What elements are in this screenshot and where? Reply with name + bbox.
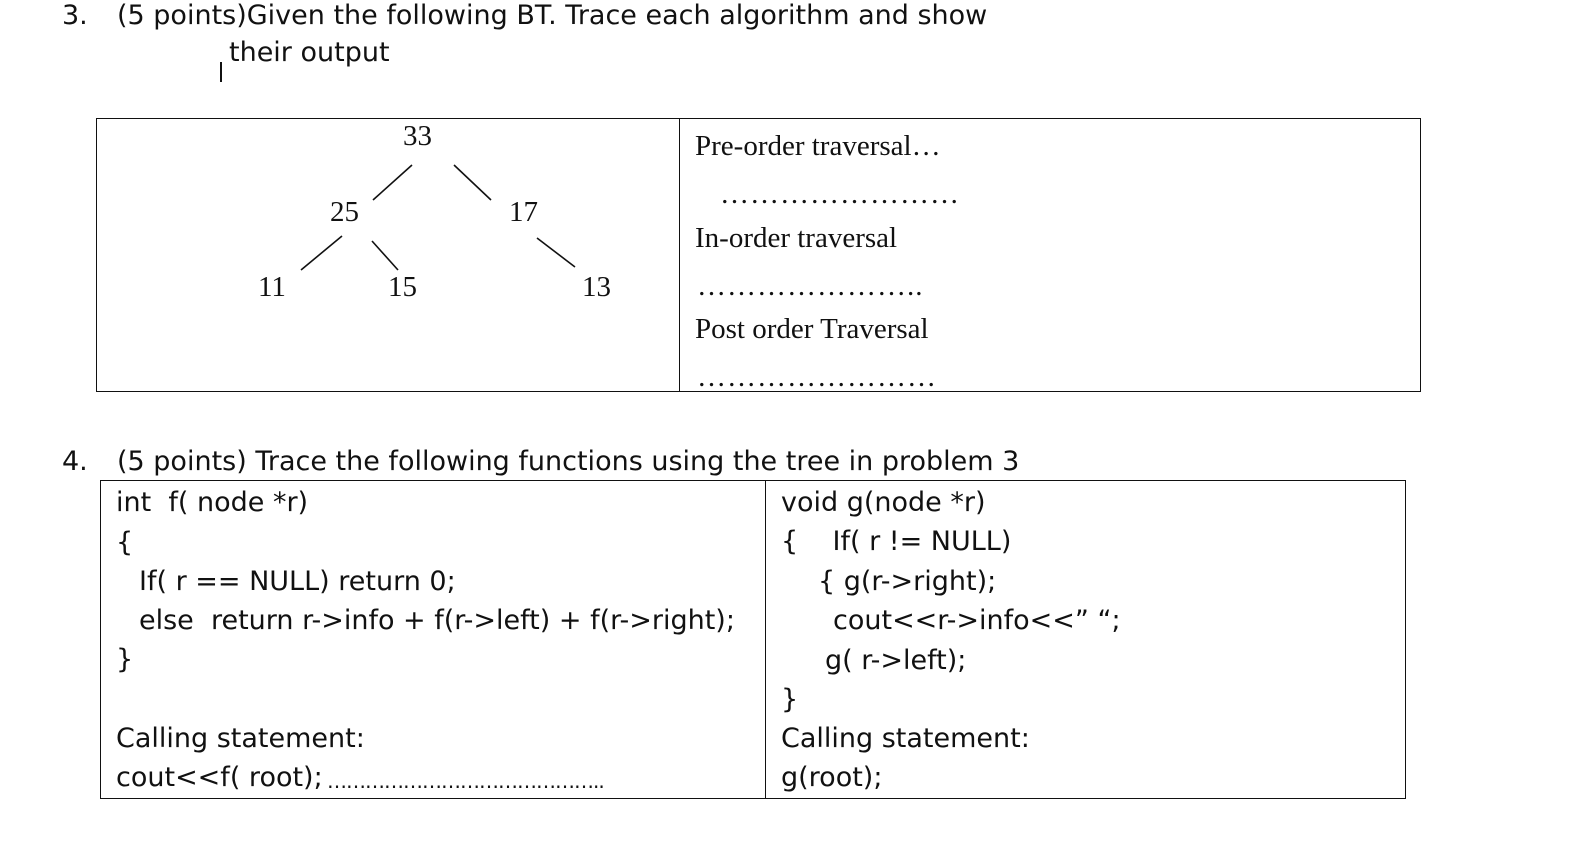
g-if-line: { If( r != NULL) (781, 526, 1012, 557)
edge-33-17 (453, 164, 492, 201)
text-cursor (220, 62, 222, 82)
edge-25-11 (300, 235, 343, 271)
question-3-text-continued: their output (229, 37, 390, 68)
f-if-line: If( r == NULL) return 0; (139, 566, 456, 597)
f-close-brace: } (116, 644, 134, 675)
g-calling-label: Calling statement: (781, 723, 1030, 754)
tree-node-left-right: 15 (388, 271, 417, 303)
g-calling-statement: g(root); (781, 762, 883, 793)
code-table-divider (765, 480, 766, 799)
f-signature: int f( node *r) (116, 487, 309, 518)
tree-node-root: 33 (403, 120, 432, 152)
g-right-call: { g(r->right); (818, 566, 997, 597)
f-calling-statement: cout<<f( root); (116, 762, 323, 793)
edge-25-15 (371, 240, 399, 271)
question-3-number: 3. (62, 0, 88, 31)
f-open-brace: { (116, 527, 134, 558)
tree-node-left: 25 (330, 196, 359, 228)
inorder-answer-blank: ………………….. (697, 270, 924, 302)
edge-17-13 (536, 237, 576, 268)
g-cout-line: cout<<r->info<<” “; (833, 605, 1121, 636)
question-3-text: (5 points)Given the following BT. Trace … (117, 0, 988, 31)
tree-traversal-table (96, 118, 1421, 392)
tree-node-left-left: 11 (258, 271, 286, 303)
postorder-answer-blank: …………………… (697, 361, 937, 393)
preorder-label: Pre-order traversal… (695, 130, 941, 162)
question-4-text: (5 points) Trace the following functions… (117, 446, 1020, 477)
preorder-answer-blank: …………………… (720, 178, 960, 210)
inorder-label: In-order traversal (695, 222, 898, 254)
question-4-number: 4. (62, 446, 88, 477)
f-calling-label: Calling statement: (116, 723, 365, 754)
table-divider (679, 118, 680, 392)
g-left-call: g( r->left); (825, 645, 967, 676)
f-else-line: else return r->info + f(r->left) + f(r->… (139, 605, 735, 636)
postorder-label: Post order Traversal (695, 313, 929, 345)
tree-node-right-right: 13 (582, 271, 611, 303)
edge-33-25 (372, 164, 413, 201)
g-close-brace: } (781, 684, 799, 715)
f-answer-blank: …………………………………….. (327, 769, 605, 793)
g-signature: void g(node *r) (781, 487, 986, 518)
code-table (100, 480, 1406, 799)
tree-node-right: 17 (509, 196, 538, 228)
